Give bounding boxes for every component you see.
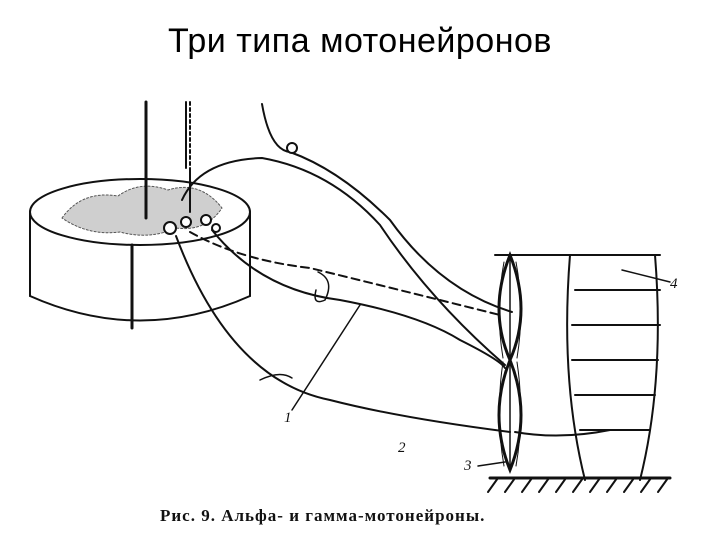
slide-title: Три типа мотонейронов [168, 22, 552, 60]
spinal-cord-segment [29, 178, 251, 330]
gamma-fiber-loop [314, 271, 330, 303]
alpha-fiber-2 [175, 235, 511, 433]
bone-base [487, 476, 672, 493]
grey-matter [61, 185, 223, 236]
motoneuron-bodies [163, 214, 221, 235]
label-4: 4 [670, 276, 678, 292]
sensory-ending [286, 142, 298, 154]
label-2: 2 [398, 440, 406, 456]
figure-caption: Рис. 9. Альфа- и гамма-мотонейроны. [160, 506, 486, 525]
alpha-fiber-loop [181, 156, 506, 366]
label-3: 3 [463, 458, 472, 474]
sensory-fiber [261, 103, 513, 313]
extrafusal-muscle [494, 254, 671, 481]
spinal-fibers [144, 100, 191, 220]
gamma-fiber [189, 231, 501, 316]
muscle-spindle [497, 250, 523, 475]
alpha-fiber-1 [211, 229, 506, 369]
label-1: 1 [284, 410, 292, 426]
